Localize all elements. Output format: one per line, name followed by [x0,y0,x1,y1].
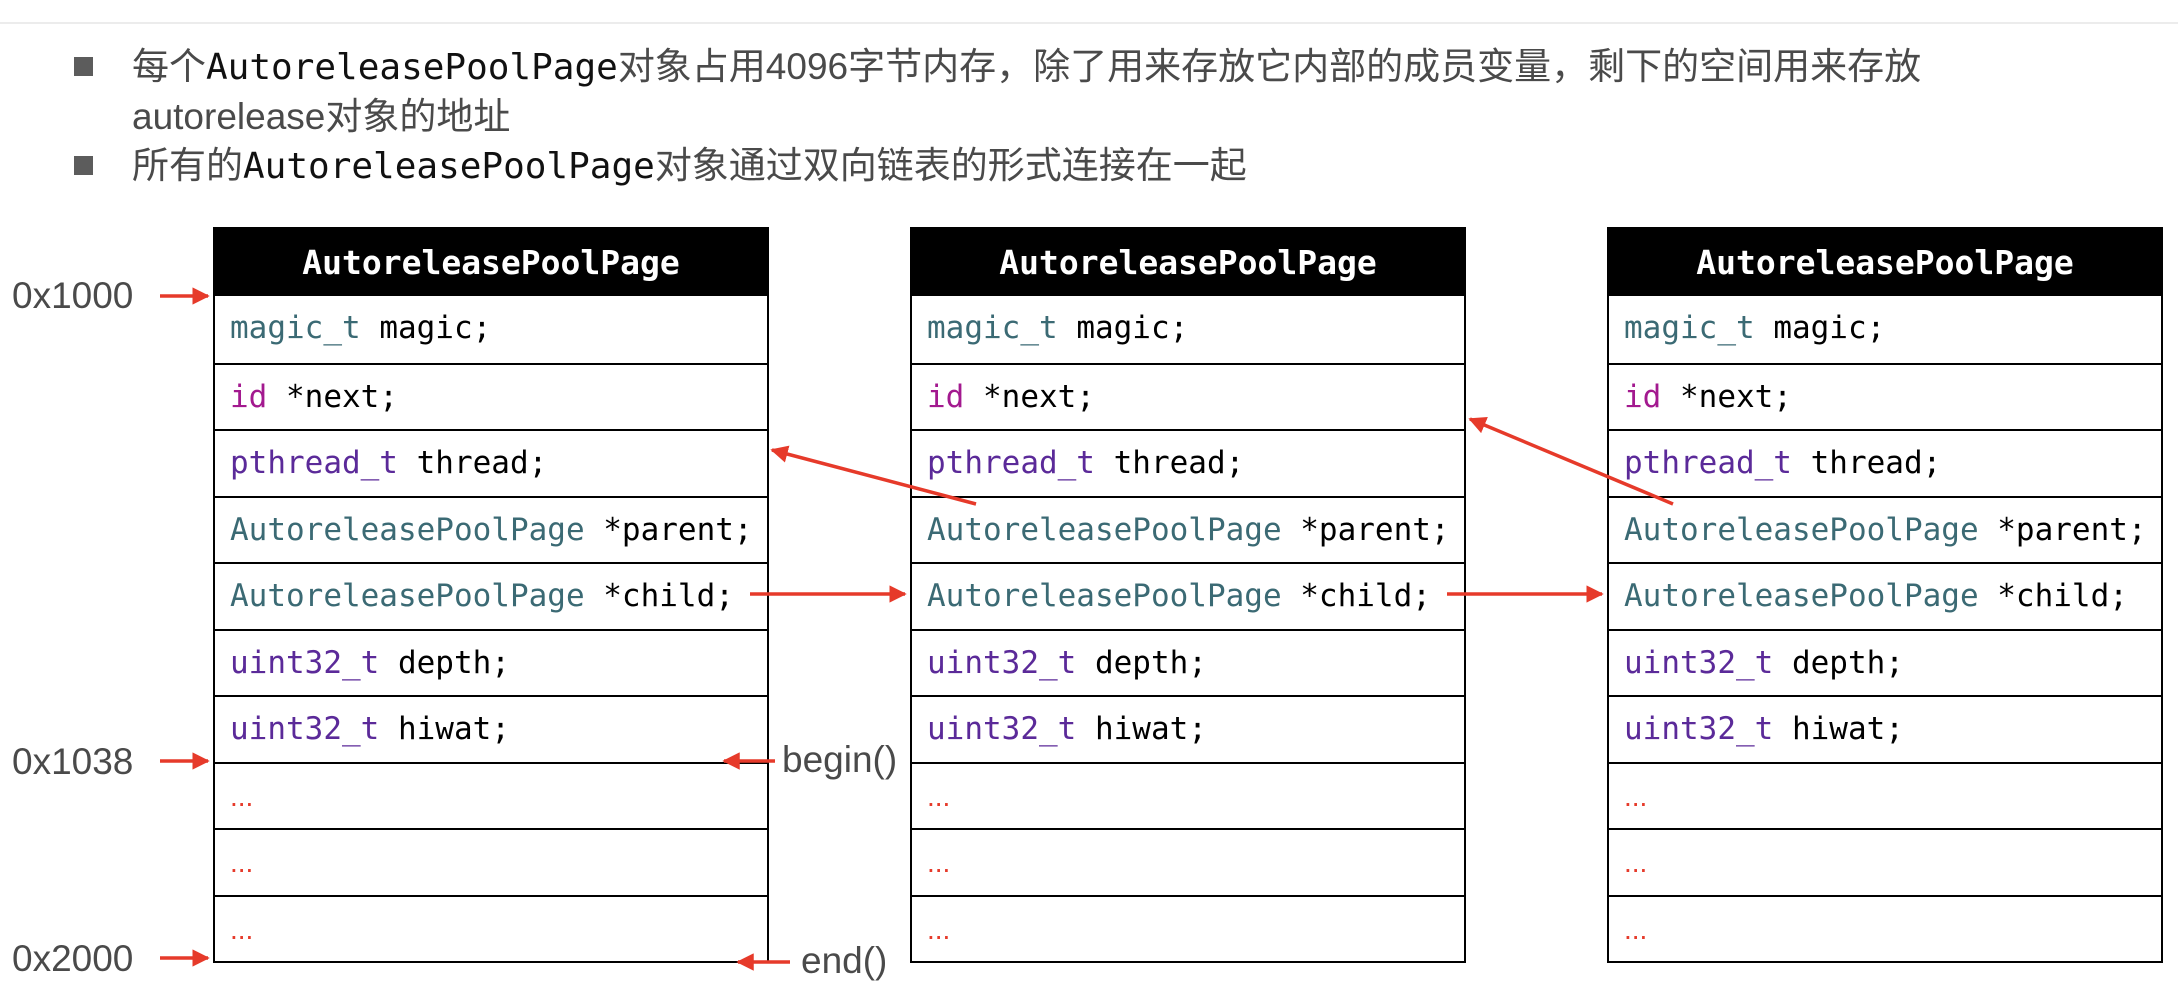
field-child: AutoreleasePoolPage *child; [1609,562,2161,629]
storage-slot: ... [1609,828,2161,895]
bullet-text: 对象通过双向链表的形式连接在一起 [654,145,1247,186]
page-title: AutoreleasePoolPage [215,229,767,296]
bullet-text: 每个 [132,46,206,87]
field-parent: AutoreleasePoolPage *parent; [912,495,1464,563]
storage-slot: ... [912,761,1464,829]
top-divider [0,22,2178,24]
field-parent: AutoreleasePoolPage *parent; [215,495,767,563]
bullet-text: autorelease对象的地址 [132,96,511,137]
field-thread: pthread_t thread; [1609,429,2161,496]
field-next: id *next; [1609,362,2161,430]
storage-slot: ... [912,828,1464,895]
field-depth: uint32_t depth; [1609,628,2161,696]
bullet-text: 对象占用4096字节内存，除了用来存放它内部的成员变量，剩下的空间用来存放 [617,46,1922,87]
field-depth: uint32_t depth; [912,628,1464,696]
field-magic: magic_t magic; [230,310,492,346]
storage-slot: ... [1609,761,2161,829]
field-hiwat: uint32_t hiwat; [912,695,1464,762]
field-next: id *next; [215,362,767,430]
bullet-item: 所有的AutoreleasePoolPage对象通过双向链表的形式连接在一起 [72,141,2122,191]
square-bullet-icon [74,156,93,175]
bullet-code: AutoreleasePoolPage [243,146,655,187]
field-child: AutoreleasePoolPage *child; [215,562,767,629]
parent-link-arrow-2 [1468,417,1674,506]
field-next: id *next; [912,362,1464,430]
storage-slot: ... [215,828,767,895]
field-magic: magic_t magic; [1624,310,1886,346]
autorelease-pool-page-3: AutoreleasePoolPage magic_t magic; id *n… [1607,227,2163,963]
address-label-start: 0x1000 [12,275,134,316]
address-label-end: 0x2000 [12,938,134,979]
storage-slot: ... [912,894,1464,962]
storage-slot: ... [215,761,767,829]
page-title: AutoreleasePoolPage [1609,229,2161,296]
field-thread: pthread_t thread; [912,429,1464,496]
field-thread: pthread_t thread; [215,429,767,496]
field-parent: AutoreleasePoolPage *parent; [1609,495,2161,563]
begin-marker-label: begin() [782,739,898,780]
bullet-item: 每个AutoreleasePoolPage对象占用4096字节内存，除了用来存放… [72,42,2122,141]
field-hiwat: uint32_t hiwat; [1609,695,2161,762]
parent-link-arrow-1 [770,445,977,506]
page-title: AutoreleasePoolPage [912,229,1464,296]
bullet-list: 每个AutoreleasePoolPage对象占用4096字节内存，除了用来存放… [72,42,2122,191]
field-magic: magic_t magic; [927,310,1189,346]
field-depth: uint32_t depth; [215,628,767,696]
autorelease-pool-page-1: AutoreleasePoolPage magic_t magic; id *n… [213,227,769,963]
field-child: AutoreleasePoolPage *child; [912,562,1464,629]
storage-slot: ... [1609,894,2161,962]
bullet-text: 所有的 [132,145,243,186]
end-marker-label: end() [801,940,888,981]
storage-slot: ... [215,894,767,962]
bullet-code: AutoreleasePoolPage [206,47,618,88]
field-hiwat: uint32_t hiwat; [215,695,767,762]
address-label-begin: 0x1038 [12,741,134,782]
autorelease-pool-page-2: AutoreleasePoolPage magic_t magic; id *n… [910,227,1466,963]
square-bullet-icon [74,57,93,76]
